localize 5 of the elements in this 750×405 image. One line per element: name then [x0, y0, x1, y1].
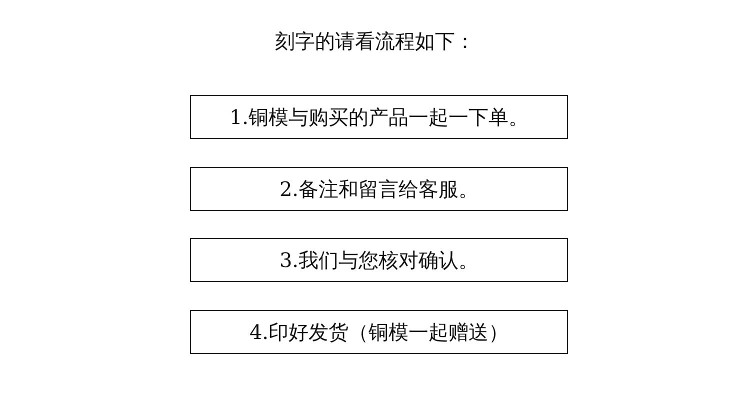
step-box: 4.印好发货（铜模一起赠送）	[190, 310, 568, 354]
step-box: 3.我们与您核对确认。	[190, 238, 568, 282]
title: 刻字的请看流程如下：	[275, 28, 475, 55]
step-box: 2.备注和留言给客服。	[190, 167, 568, 211]
step-box: 1.铜模与购买的产品一起一下单。	[190, 95, 568, 139]
